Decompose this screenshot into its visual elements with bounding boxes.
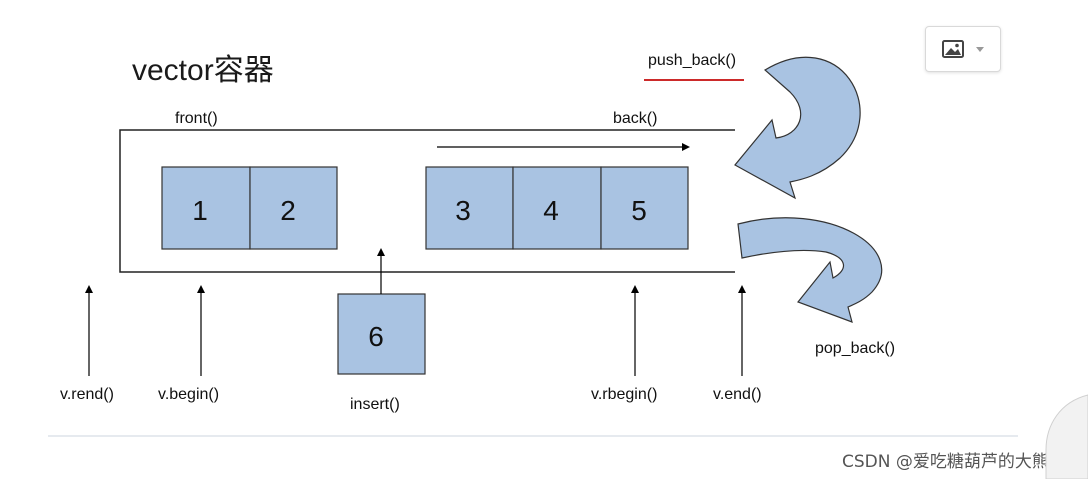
edge-scroll-handle[interactable] bbox=[1045, 394, 1088, 479]
cell-1-label: 1 bbox=[192, 195, 208, 226]
cell-3-box bbox=[425, 166, 514, 250]
push-back-label: push_back() bbox=[648, 52, 736, 69]
cell-3-label: 3 bbox=[455, 195, 471, 226]
cell-5-label: 5 bbox=[631, 195, 647, 226]
cell-2-box bbox=[249, 166, 338, 250]
cell-5-box bbox=[600, 166, 689, 250]
pop-back-label: pop_back() bbox=[815, 340, 895, 357]
vector-container-outline bbox=[119, 129, 735, 273]
insert-label: insert() bbox=[350, 396, 400, 413]
image-options-button[interactable] bbox=[925, 26, 1001, 72]
rend-label: v.rend() bbox=[60, 386, 114, 403]
cell-2-label: 2 bbox=[280, 195, 296, 226]
cell-6-box bbox=[337, 293, 426, 375]
cell-6-label: 6 bbox=[368, 321, 384, 352]
chevron-down-icon bbox=[976, 46, 984, 52]
end-label: v.end() bbox=[713, 386, 762, 403]
cell-4-label: 4 bbox=[543, 195, 559, 226]
push-back-curved-arrow bbox=[734, 56, 861, 200]
diagram-title: vector容器 bbox=[132, 54, 274, 87]
begin-label: v.begin() bbox=[158, 386, 219, 403]
back-label: back() bbox=[613, 110, 657, 127]
pop-back-curved-arrow bbox=[737, 217, 883, 323]
watermark: CSDN @爱吃糖葫芦的大熊 bbox=[842, 452, 1049, 472]
rbegin-label: v.rbegin() bbox=[591, 386, 657, 403]
front-label: front() bbox=[175, 110, 218, 127]
image-icon bbox=[942, 40, 964, 58]
